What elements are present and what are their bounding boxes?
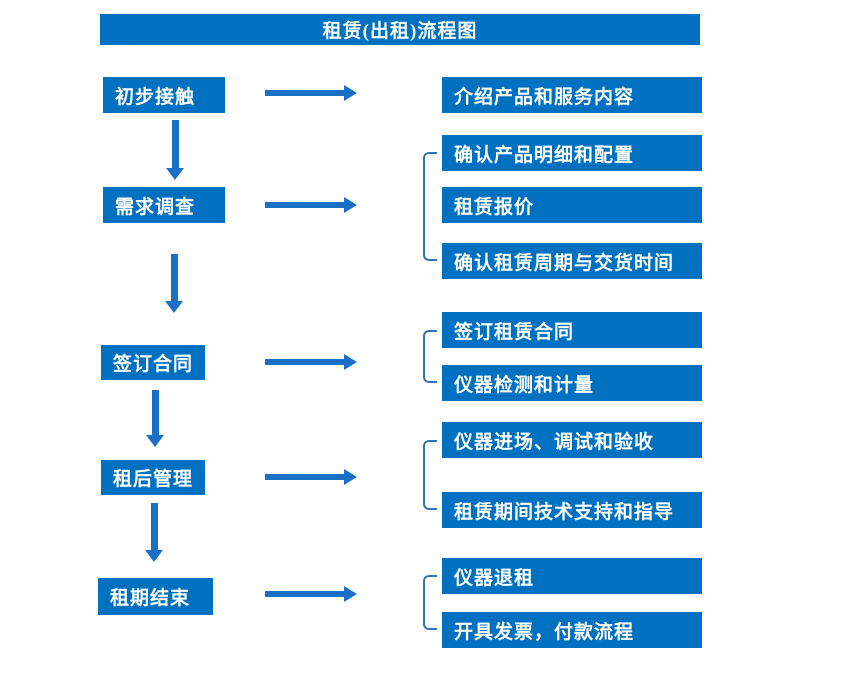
step-box: 确认租赁周期与交货时间 <box>442 243 702 279</box>
arrow-shaft <box>170 254 178 301</box>
arrow-down-icon <box>165 254 183 313</box>
step-box: 租赁报价 <box>442 187 702 223</box>
arrow-head <box>146 435 164 447</box>
arrow-shaft <box>265 474 344 480</box>
arrow-shaft <box>151 390 159 435</box>
group-bracket <box>423 440 437 510</box>
arrow-right-icon <box>265 469 357 485</box>
arrow-down-icon <box>145 503 163 562</box>
arrow-head <box>165 301 183 313</box>
arrow-right-icon <box>265 197 357 213</box>
step-box: 介绍产品和服务内容 <box>442 77 702 113</box>
arrow-shaft <box>150 503 158 550</box>
step-box: 签订租赁合同 <box>442 312 702 348</box>
arrow-right-icon <box>265 586 357 602</box>
arrow-right-icon <box>265 354 357 370</box>
arrow-head <box>344 197 357 213</box>
arrow-shaft <box>265 591 344 597</box>
step-box: 仪器进场、调试和验收 <box>442 422 702 458</box>
arrow-head <box>344 586 357 602</box>
step-box: 开具发票，付款流程 <box>442 612 702 648</box>
step-box: 仪器检测和计量 <box>442 365 702 401</box>
arrow-right-icon <box>265 85 357 101</box>
stage-box-post-rental-management: 租后管理 <box>101 460 205 495</box>
arrow-shaft <box>265 202 344 208</box>
title-bar: 租赁(出租)流程图 <box>100 14 700 45</box>
arrow-shaft <box>265 90 344 96</box>
arrow-down-icon <box>166 120 184 180</box>
step-box: 仪器退租 <box>442 558 702 594</box>
stage-box-demand-survey: 需求调查 <box>103 187 225 223</box>
arrow-head <box>166 168 184 180</box>
step-box: 确认产品明细和配置 <box>442 135 702 171</box>
stage-box-lease-end: 租期结束 <box>98 578 213 615</box>
step-box: 租赁期间技术支持和指导 <box>442 492 702 528</box>
arrow-head <box>344 354 357 370</box>
group-bracket <box>423 575 437 630</box>
arrow-shaft <box>265 359 344 365</box>
stage-box-sign-contract: 签订合同 <box>101 345 205 380</box>
stage-box-initial-contact: 初步接触 <box>103 77 225 113</box>
page-title: 租赁(出租)流程图 <box>322 21 478 42</box>
arrow-shaft <box>171 120 179 168</box>
arrow-head <box>344 469 357 485</box>
arrow-down-icon <box>146 390 164 447</box>
arrow-head <box>344 85 357 101</box>
group-bracket <box>423 152 437 261</box>
arrow-head <box>145 550 163 562</box>
group-bracket <box>423 330 437 383</box>
